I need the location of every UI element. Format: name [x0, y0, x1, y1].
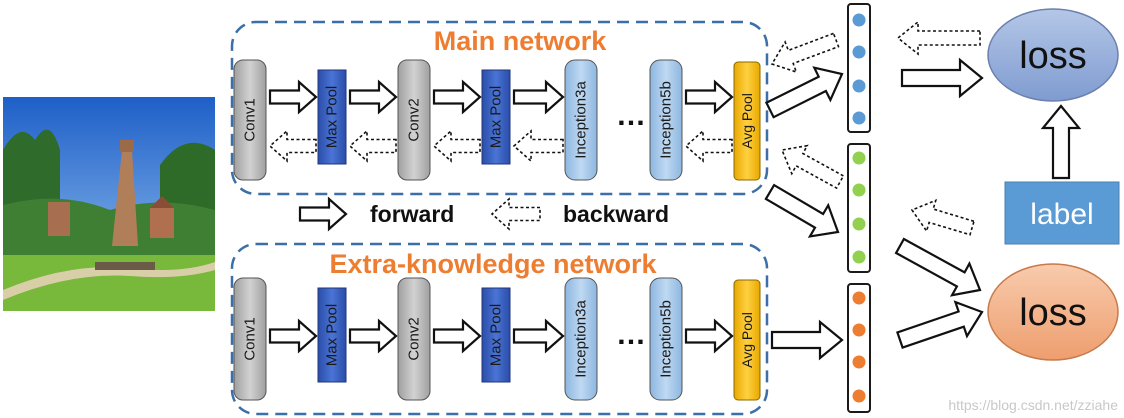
output-dot-blue-1 [852, 13, 866, 27]
green-backward-dashed-arrow [910, 199, 975, 236]
main-forward-arrow-1 [268, 79, 318, 115]
loss-bottom-label: loss [1019, 292, 1087, 334]
blue-to-loss-top-arrow [900, 57, 984, 99]
extra-layer-conv1 [233, 277, 267, 401]
main-forward-arrow-3 [432, 79, 482, 115]
main-forward-arrows [268, 79, 734, 115]
loss-top-backward-arrow [896, 20, 981, 56]
main-to-green-vector-arrow [764, 183, 840, 238]
output-vector-green [847, 143, 871, 273]
main-layer-conv2-label: Conv2 [406, 98, 423, 141]
main-backward-arrow-2 [348, 129, 397, 163]
green-to-loss-bottom-arrow [894, 237, 982, 297]
main-network-title: Main network [434, 26, 608, 56]
watermark-text: https://blog.csdn.net/zziahe [948, 397, 1118, 413]
output-dot-green-3 [852, 217, 866, 231]
right-side-arrows [764, 20, 1082, 361]
legend-forward-icon [298, 196, 348, 232]
extra-forward-arrow-3 [432, 318, 482, 354]
loss-top-label: loss [1019, 35, 1087, 77]
extra-layer-inception5b-label: Inception5b [658, 300, 675, 378]
legend-icons [298, 196, 541, 232]
main-backward-arrow-4 [512, 129, 564, 163]
main-backward-arrow-3 [432, 129, 481, 163]
extra-layer-avgpool-label: Avg Pool [739, 312, 755, 368]
main-backward-arrows [268, 129, 733, 163]
output-dot-orange-1 [852, 291, 866, 305]
main-backward-arrow-1 [268, 129, 317, 163]
main-ellipsis: … [616, 99, 646, 132]
input-photo [3, 97, 215, 311]
output-vector-orange [847, 283, 871, 413]
output-dot-green-1 [852, 151, 866, 165]
loss-top-ellipse [987, 8, 1119, 102]
main-forward-arrow-5 [684, 79, 734, 115]
extra-layer-conv2 [397, 277, 431, 401]
orange-to-loss-bottom-arrow [896, 300, 984, 349]
main-layer-conv2 [397, 59, 431, 181]
output-dot-green-2 [852, 183, 866, 197]
main-to-blue-vector-arrow [764, 66, 844, 119]
main-layer-avgpool [733, 61, 761, 181]
extra-to-orange-vector-arrow [770, 319, 844, 361]
output-dot-orange-4 [852, 389, 866, 403]
output-dot-blue-3 [852, 79, 866, 93]
main-forward-arrow-4 [512, 79, 565, 115]
legend-backward-label: backward [563, 201, 669, 227]
main-layer-maxpool1-label: Max Pool [324, 86, 341, 149]
extra-layer-maxpool1-label: Max Pool [324, 304, 341, 367]
legend-forward-label: forward [370, 201, 454, 227]
extra-layer-maxpool1 [317, 287, 347, 383]
output-dot-orange-3 [852, 355, 866, 369]
label-to-loss-top-arrow [1040, 104, 1082, 180]
main-layer-maxpool2 [481, 69, 511, 165]
label-box [1004, 181, 1120, 245]
output-dot-blue-2 [852, 45, 866, 59]
blue-vector-backward-arrow [770, 32, 840, 74]
extra-forward-arrow-5 [684, 318, 734, 354]
main-layer-inception5b [649, 59, 683, 181]
extra-forward-arrow-1 [268, 318, 318, 354]
main-layer-maxpool2-label: Max Pool [488, 86, 505, 149]
main-forward-arrow-2 [348, 79, 398, 115]
output-dot-orange-2 [852, 323, 866, 337]
main-layer-avgpool-label: Avg Pool [739, 93, 755, 149]
main-layer-conv1 [233, 59, 267, 181]
extra-layer-inception3a [564, 277, 598, 401]
main-layers: Conv1 Max Pool Conv2 Max Pool Inception3… [233, 59, 761, 181]
extra-layers: Conv1 Max Pool Conv2 Max Pool Inception3… [233, 277, 761, 401]
extra-ellipsis: … [616, 318, 646, 351]
main-layer-inception5b-label: Inception5b [658, 81, 675, 159]
extra-layer-inception5b [649, 277, 683, 401]
main-layer-inception3a-label: Inception3a [573, 81, 590, 159]
extra-network-title: Extra-knowledge network [329, 249, 657, 279]
main-layer-conv1-label: Conv1 [242, 98, 259, 141]
output-vector-blue [847, 3, 871, 133]
main-layer-inception3a [564, 59, 598, 181]
loss-bottom-ellipse [987, 263, 1119, 361]
extra-layer-avgpool [733, 279, 761, 401]
legend-backward-icon [490, 197, 541, 231]
extra-layer-inception3a-label: Inception3a [573, 300, 590, 378]
extra-layer-conv2-label: Conv2 [406, 317, 423, 360]
output-dot-green-4 [852, 250, 866, 264]
extra-layer-maxpool2-label: Max Pool [488, 304, 505, 367]
main-layer-maxpool1 [317, 69, 347, 165]
extra-layer-maxpool2 [481, 287, 511, 383]
extra-forward-arrow-2 [348, 318, 398, 354]
main-backward-arrow-5 [684, 129, 733, 163]
label-box-text: label [1030, 198, 1093, 231]
extra-forward-arrows [268, 318, 734, 354]
green-vector-backward-arrow [780, 144, 845, 190]
output-dot-blue-4 [852, 111, 866, 125]
extra-forward-arrow-4 [512, 318, 565, 354]
extra-layer-conv1-label: Conv1 [242, 317, 259, 360]
